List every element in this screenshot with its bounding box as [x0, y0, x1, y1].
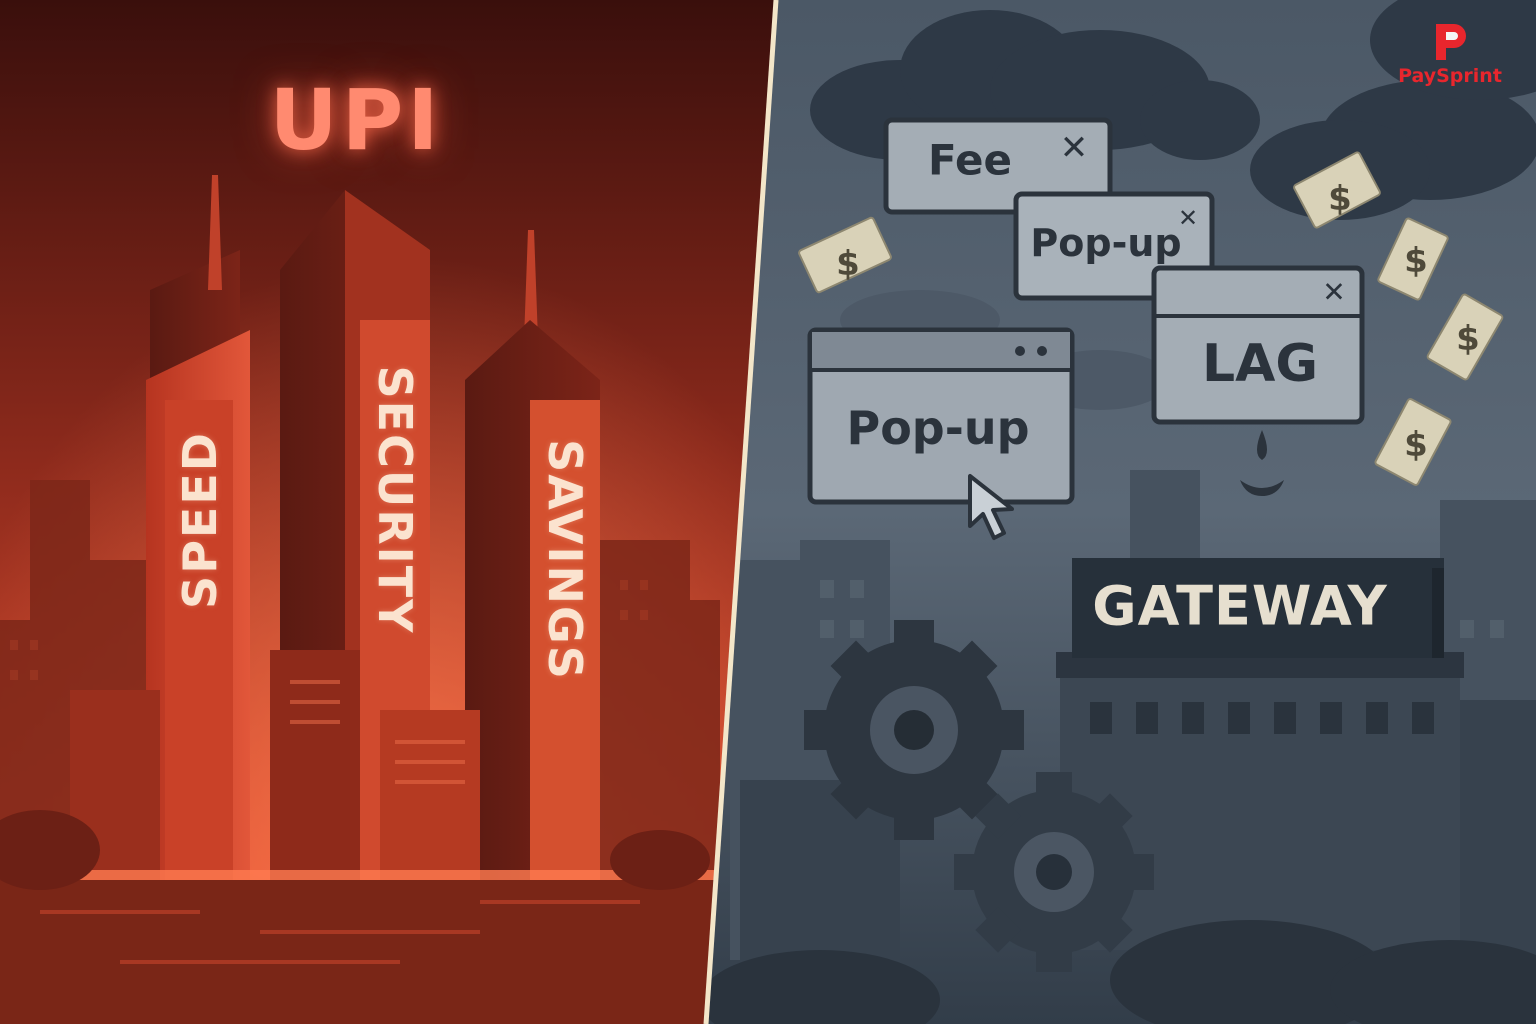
window-fee-label: Fee [928, 135, 1012, 185]
window-lag-label: LAG [1201, 334, 1319, 394]
gateway-sign: GATEWAY [1092, 574, 1388, 638]
left-panel [0, 0, 776, 1024]
money-symbol: $ [1328, 179, 1352, 219]
window-lag [1151, 265, 1365, 425]
gear-icon [954, 772, 1154, 972]
cloud-icon [810, 0, 1536, 220]
dollar-bill-icon [798, 151, 1504, 486]
close-icon[interactable]: ✕ [1322, 275, 1346, 309]
right-panel: $ $ $ $ $ [706, 0, 1536, 1024]
split-divider [703, 0, 779, 1024]
window-fee [883, 117, 1113, 215]
upi-title: UPI [269, 71, 443, 169]
close-icon[interactable]: ✕ [1059, 128, 1089, 168]
money-symbol: $ [1404, 425, 1428, 465]
close-icon[interactable]: ✕ [1177, 204, 1199, 232]
money-symbol: $ [836, 244, 860, 284]
cursor-icon [968, 474, 1014, 540]
window-popup-large [807, 327, 1075, 505]
money-symbol: $ [1404, 241, 1428, 281]
window-popup-large-label: Pop-up [846, 401, 1030, 455]
brand-logo-icon [1436, 24, 1466, 60]
brand-name: PaySprint [1398, 65, 1502, 87]
money-symbol: $ [1456, 319, 1480, 359]
window-popup-small-label: Pop-up [1030, 221, 1182, 265]
tower-label-speed: SPEED [173, 431, 227, 609]
tower-label-security: SECURITY [368, 365, 422, 635]
tower-label-savings: SAVINGS [538, 439, 592, 681]
